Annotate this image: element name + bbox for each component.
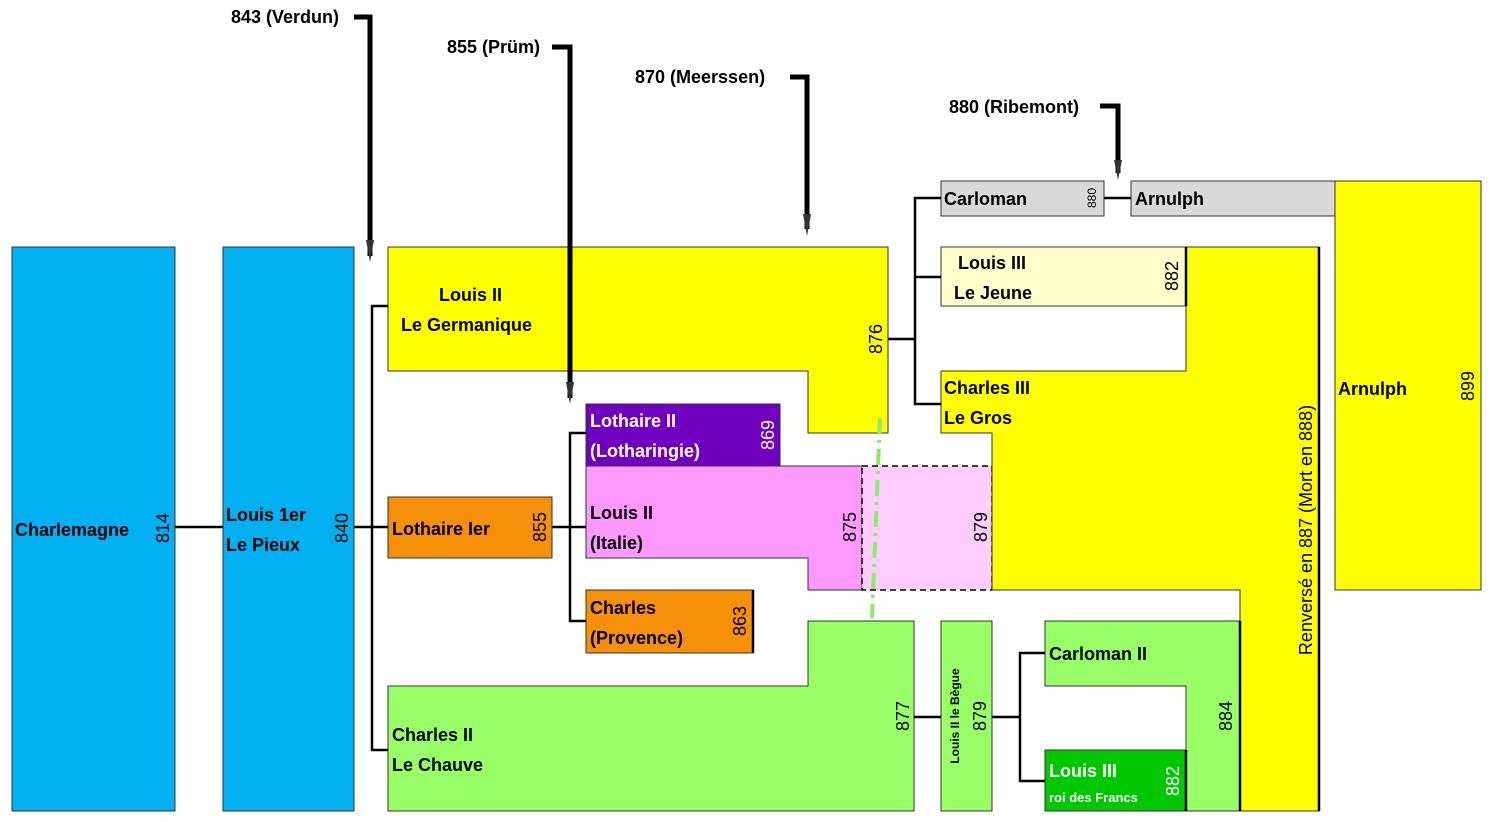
lineage-connectors	[175, 196, 1131, 783]
louis-3-francs-name-2: roi des Francs	[1049, 790, 1138, 805]
arnulph-top-block	[1130, 180, 1336, 217]
lothaire-2-year: 869	[758, 420, 778, 450]
treaty-prum-label: 855 (Prüm)	[447, 37, 540, 57]
louis-begue-year: 879	[970, 701, 990, 731]
charlemagne-name: Charlemagne	[15, 520, 129, 540]
carloman-2-name: Carloman II	[1049, 644, 1147, 664]
carloman-year: 880	[1085, 188, 1099, 208]
treaty-arrows	[354, 14, 1122, 404]
louis-2-italie-name-2: (Italie)	[590, 533, 643, 553]
lothaire-2-block	[585, 403, 781, 467]
lothaire-2-name-2: (Lotharingie)	[590, 441, 700, 461]
louis-pieux-name-1: Louis 1er	[226, 505, 306, 525]
louis-3-francs-name-1: Louis III	[1049, 761, 1117, 781]
charles-chauve-block	[387, 620, 915, 812]
louis-2-italie-year: 875	[840, 512, 860, 542]
treaty-verdun-label: 843 (Verdun)	[231, 7, 339, 27]
charles-chauve-name-1: Charles II	[392, 725, 473, 745]
charles-chauve-year: 877	[893, 701, 913, 731]
charles-gros-name-2: Le Gros	[944, 408, 1012, 428]
charlemagne-year: 814	[153, 513, 173, 543]
charles-gros-block	[940, 246, 1320, 812]
carloman-name: Carloman	[944, 189, 1027, 209]
louis-germanique-name-2: Le Germanique	[401, 315, 532, 335]
louis-3-jeune-name-2: Le Jeune	[954, 283, 1032, 303]
louis-germanique-year: 876	[866, 324, 886, 354]
charlemagne-block	[11, 246, 176, 812]
lothaire-1-name: Lothaire Ier	[392, 519, 490, 539]
charles-provence-name-2: (Provence)	[590, 628, 683, 648]
arnulph-year: 899	[1458, 371, 1478, 401]
louis-3-francs-year: 882	[1163, 766, 1183, 796]
louis-3-jeune-year: 882	[1162, 261, 1182, 291]
louis-3-francs-block	[1044, 749, 1187, 812]
louis-begue-name: Louis II le Bègue	[948, 668, 962, 764]
louis-2-italie-extension-year: 879	[971, 512, 991, 542]
louis-3-jeune-block	[940, 246, 1187, 307]
charles-provence-year: 863	[730, 606, 750, 636]
louis-pieux-name-2: Le Pieux	[226, 535, 300, 555]
lothaire-1-year: 855	[530, 512, 550, 542]
carloman-2-year: 884	[1216, 701, 1236, 731]
louis-pieux-block	[222, 246, 355, 812]
lothaire-2-name-1: Lothaire II	[590, 411, 676, 431]
charles-gros-note: Renversé en 887 (Mort en 888)	[1296, 405, 1316, 655]
arnulph-name: Arnulph	[1338, 379, 1407, 399]
louis-begue-block	[940, 620, 993, 812]
louis-germanique-name-1: Louis II	[439, 285, 502, 305]
louis-3-jeune-name-1: Louis III	[958, 253, 1026, 273]
treaty-meerssen-label: 870 (Meerssen)	[635, 67, 765, 87]
arnulph-block	[1334, 180, 1482, 591]
charles-chauve-name-2: Le Chauve	[392, 755, 483, 775]
charles-gros-name-1: Charles III	[944, 378, 1030, 398]
charles-provence-name-1: Charles	[590, 598, 656, 618]
louis-2-italie-block	[585, 465, 863, 591]
carloman-block	[940, 180, 1105, 217]
charles-provence-block	[585, 589, 754, 654]
treaty-ribemont-label: 880 (Ribemont)	[949, 97, 1079, 117]
louis-2-italie-name-1: Louis II	[590, 503, 653, 523]
arnulph-top-name: Arnulph	[1135, 189, 1204, 209]
partition-dashed-line	[870, 417, 882, 619]
louis-germanique-block	[387, 246, 889, 434]
louis-pieux-year: 840	[332, 513, 352, 543]
